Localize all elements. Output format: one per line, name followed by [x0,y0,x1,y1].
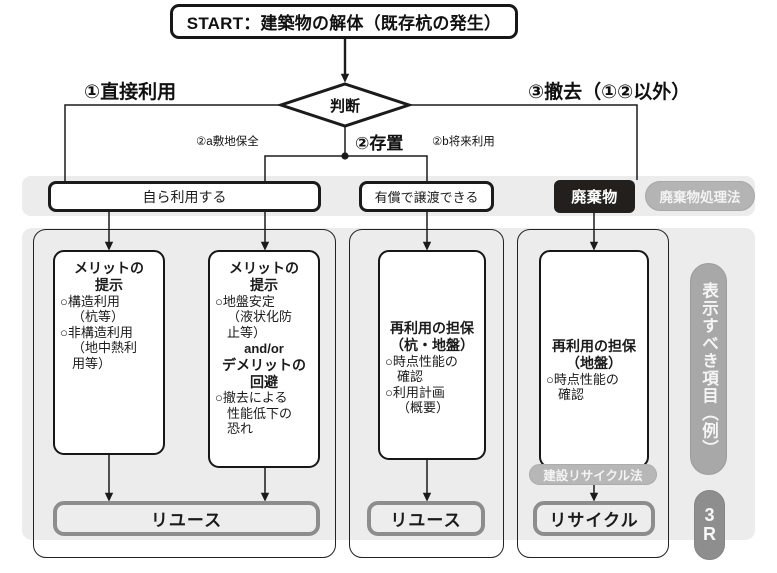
three-r-badge: 3 R [694,490,725,560]
card-2-heading-line-1: メリットの [229,260,299,276]
result-recycle-right-label: リサイクル [549,511,639,530]
three-r-bottom: R [703,524,716,544]
result-reuse-left: リユース [53,501,320,536]
result-recycle-right: リサイクル [533,501,655,536]
choice-self-use-label: 自ら利用する [142,188,227,205]
card-2-line-6: 恐れ [227,421,254,437]
card-4-line-2: 確認 [558,387,585,403]
card-3-line-2: 確認 [397,369,424,385]
result-reuse-mid: リユース [367,501,485,536]
card-3-line-1: ○時点性能の [385,353,458,369]
decision-node: 判断 [280,83,410,127]
group-removal [517,229,669,558]
branch-label-storage: ②存置 [355,134,404,153]
card-merit-structural: メリットの 提示 ○構造利用 （杭等） ○非構造利用 （地中熱利 用等） [53,250,165,455]
card-1-line-2: （杭等） [72,309,125,325]
card-4-heading-line-1: 再利用の担保 [552,338,636,354]
card-2-line-5: 性能低下の [227,405,293,421]
choice-paid-transfer-label: 有償で譲渡できる [374,190,479,205]
card-merit-ground: メリットの 提示 ○地盤安定 （液状化防 止等） and/or デメリットの 回… [208,250,320,468]
card-3-line-3: ○利用計画 [385,384,445,400]
card-1-heading-line-1: メリットの [74,260,144,276]
branch-label-removal: ③撤去（①②以外） [528,82,691,103]
waste-badge: 廃棄物 [554,180,635,213]
card-2-line-3: 止等） [227,324,267,340]
card-reuse-guarantee-pile-ground: 再利用の担保 （杭・地盤） ○時点性能の 確認 ○利用計画 （概要） [378,250,486,460]
card-3-heading-line-1: 再利用の担保 [390,320,474,336]
waste-disposal-law-pill: 廃棄物処理法 [645,181,755,211]
start-terminator: START：建築物の解体（既存杭の発生） [170,4,518,39]
display-items-label: 表示すべき項目（例） [699,281,718,457]
card-2-heading-line-2: 提示 [250,276,278,293]
decision-label: 判断 [329,97,360,115]
group-direct-use [33,229,336,558]
card-1-heading-line-2: 提示 [95,276,123,293]
construction-recycling-law-pill: 建設リサイクル法 [529,464,657,485]
start-label: START：建築物の解体（既存杭の発生） [186,14,502,33]
waste-disposal-law-label: 廃棄物処理法 [659,190,741,205]
card-1-line-4: （地中熱利 [72,340,138,356]
card-2-line-2: （液状化防 [227,309,293,325]
choice-paid-transfer[interactable]: 有償で譲渡できる [359,181,494,212]
display-items-vertical-pill: 表示すべき項目（例） [690,263,727,475]
card-reuse-guarantee-ground: 再利用の担保 （地盤） ○時点性能の 確認 [539,250,649,468]
card-3-line-4: （概要） [397,400,450,416]
branch-label-site-preservation: ②a敷地保全 [196,136,259,148]
card-2-line-1: ○地盤安定 [215,293,275,309]
card-1-line-3: ○非構造利用 [60,324,133,340]
result-reuse-mid-label: リユース [390,511,462,530]
card-4-heading-line-2: （地盤） [566,354,622,371]
card-1-line-1: ○構造利用 [60,293,120,309]
branch-label-future-use: ②b将来利用 [432,136,495,148]
construction-recycling-law-label: 建設リサイクル法 [543,469,643,483]
result-reuse-left-label: リユース [150,511,223,530]
card-3-heading-line-2: （杭・地盤） [390,336,474,353]
three-r-top: 3 [704,504,715,525]
waste-badge-label: 廃棄物 [571,189,618,206]
branch-label-direct-use: ①直接利用 [84,82,177,103]
card-2-heading-line-3: デメリットの [222,356,306,373]
card-2-heading-line-4: 回避 [250,373,278,390]
choice-self-use[interactable]: 自ら利用する [48,181,321,212]
card-1-line-5: 用等） [72,355,112,371]
card-2-connector: and/or [244,341,284,357]
card-4-line-1: ○時点性能の [546,371,619,387]
card-2-line-4: ○撤去による [215,390,288,406]
